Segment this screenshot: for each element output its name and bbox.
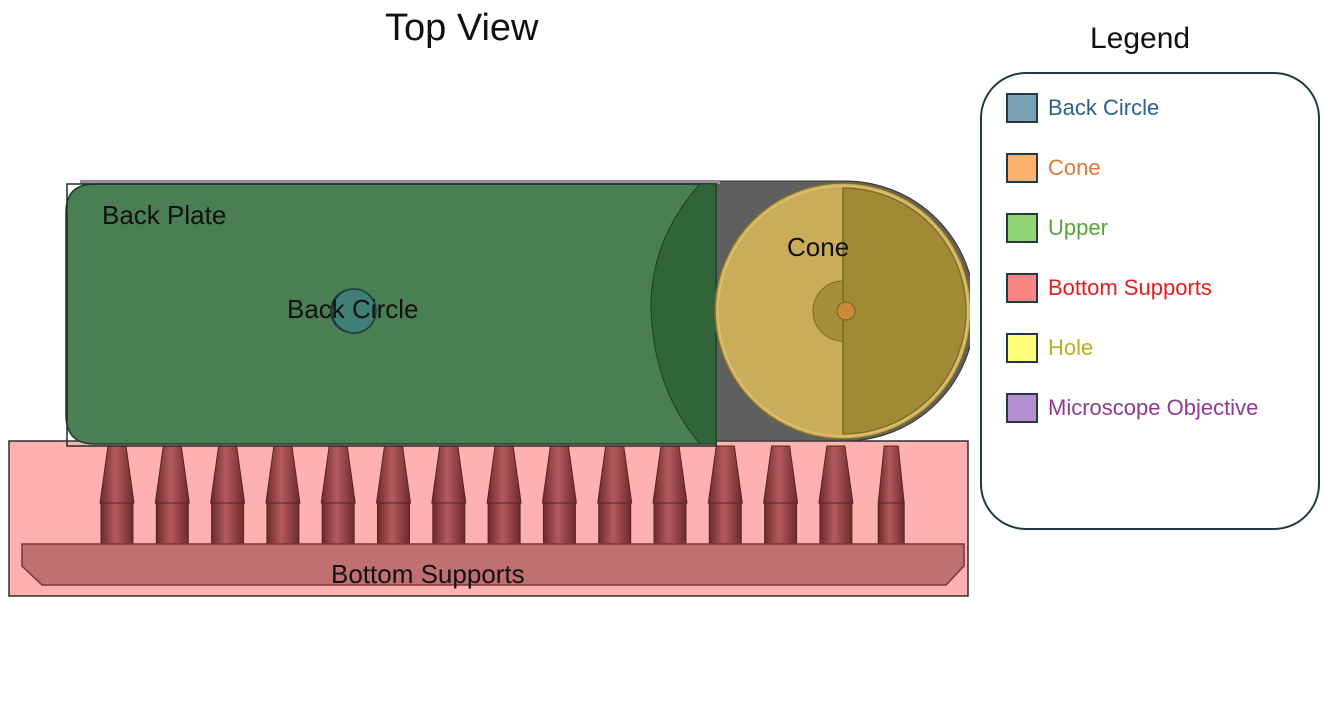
legend-swatch xyxy=(1006,333,1038,363)
back-plate-label: Back Plate xyxy=(102,200,226,230)
support-peg xyxy=(763,445,799,546)
cone-label: Cone xyxy=(787,232,849,262)
support-peg xyxy=(818,445,854,546)
legend-label: Bottom Supports xyxy=(1048,275,1212,300)
support-peg xyxy=(707,445,743,546)
legend-item: Back Circle xyxy=(1006,91,1159,125)
support-peg xyxy=(99,445,135,546)
legend-label: Hole xyxy=(1048,335,1094,360)
legend-item: Upper xyxy=(1006,211,1108,245)
legend-swatch xyxy=(1006,393,1038,423)
legend-swatch xyxy=(1006,273,1038,303)
support-peg xyxy=(597,445,633,546)
support-peg xyxy=(320,445,356,546)
back-plate-rim xyxy=(80,180,720,184)
legend-label: Cone xyxy=(1048,155,1101,180)
support-peg xyxy=(431,445,467,546)
back-plate-curve xyxy=(650,183,717,445)
support-peg xyxy=(486,445,522,546)
cone-right-half xyxy=(842,187,967,435)
legend-item: Hole xyxy=(1006,331,1093,365)
support-pegs xyxy=(99,445,905,546)
legend-swatch xyxy=(1006,213,1038,243)
legend-title: Legend xyxy=(1090,22,1191,55)
legend-label: Back Circle xyxy=(1048,95,1160,120)
support-peg xyxy=(154,445,190,546)
cone-outer-ring xyxy=(717,185,969,437)
legend-item: Cone xyxy=(1006,151,1101,185)
legend-swatch xyxy=(1006,93,1038,123)
back-circle xyxy=(331,288,377,334)
legend-item: Microscope Objective xyxy=(1006,391,1258,425)
bottom-supports-label: Bottom Supports xyxy=(331,559,525,589)
legend-label: Microscope Objective xyxy=(1048,395,1259,420)
diagram-title: Top View xyxy=(385,7,539,49)
back-circle-edge xyxy=(330,289,347,333)
legend-swatch xyxy=(1006,153,1038,183)
support-peg xyxy=(375,445,412,546)
legend-item: Bottom Supports xyxy=(1006,271,1212,305)
top-view-diagram: Back Plate Back Circle Cone Bottom Suppo… xyxy=(8,180,970,597)
back-circle-label: Back Circle xyxy=(287,294,418,324)
back-plate xyxy=(65,183,717,445)
bottom-support-bar xyxy=(21,543,965,586)
support-peg xyxy=(210,445,246,546)
cone-inner-cone xyxy=(812,280,844,342)
legend-label: Upper xyxy=(1048,215,1108,240)
support-peg xyxy=(877,445,905,546)
cone-center-hole xyxy=(836,301,856,321)
